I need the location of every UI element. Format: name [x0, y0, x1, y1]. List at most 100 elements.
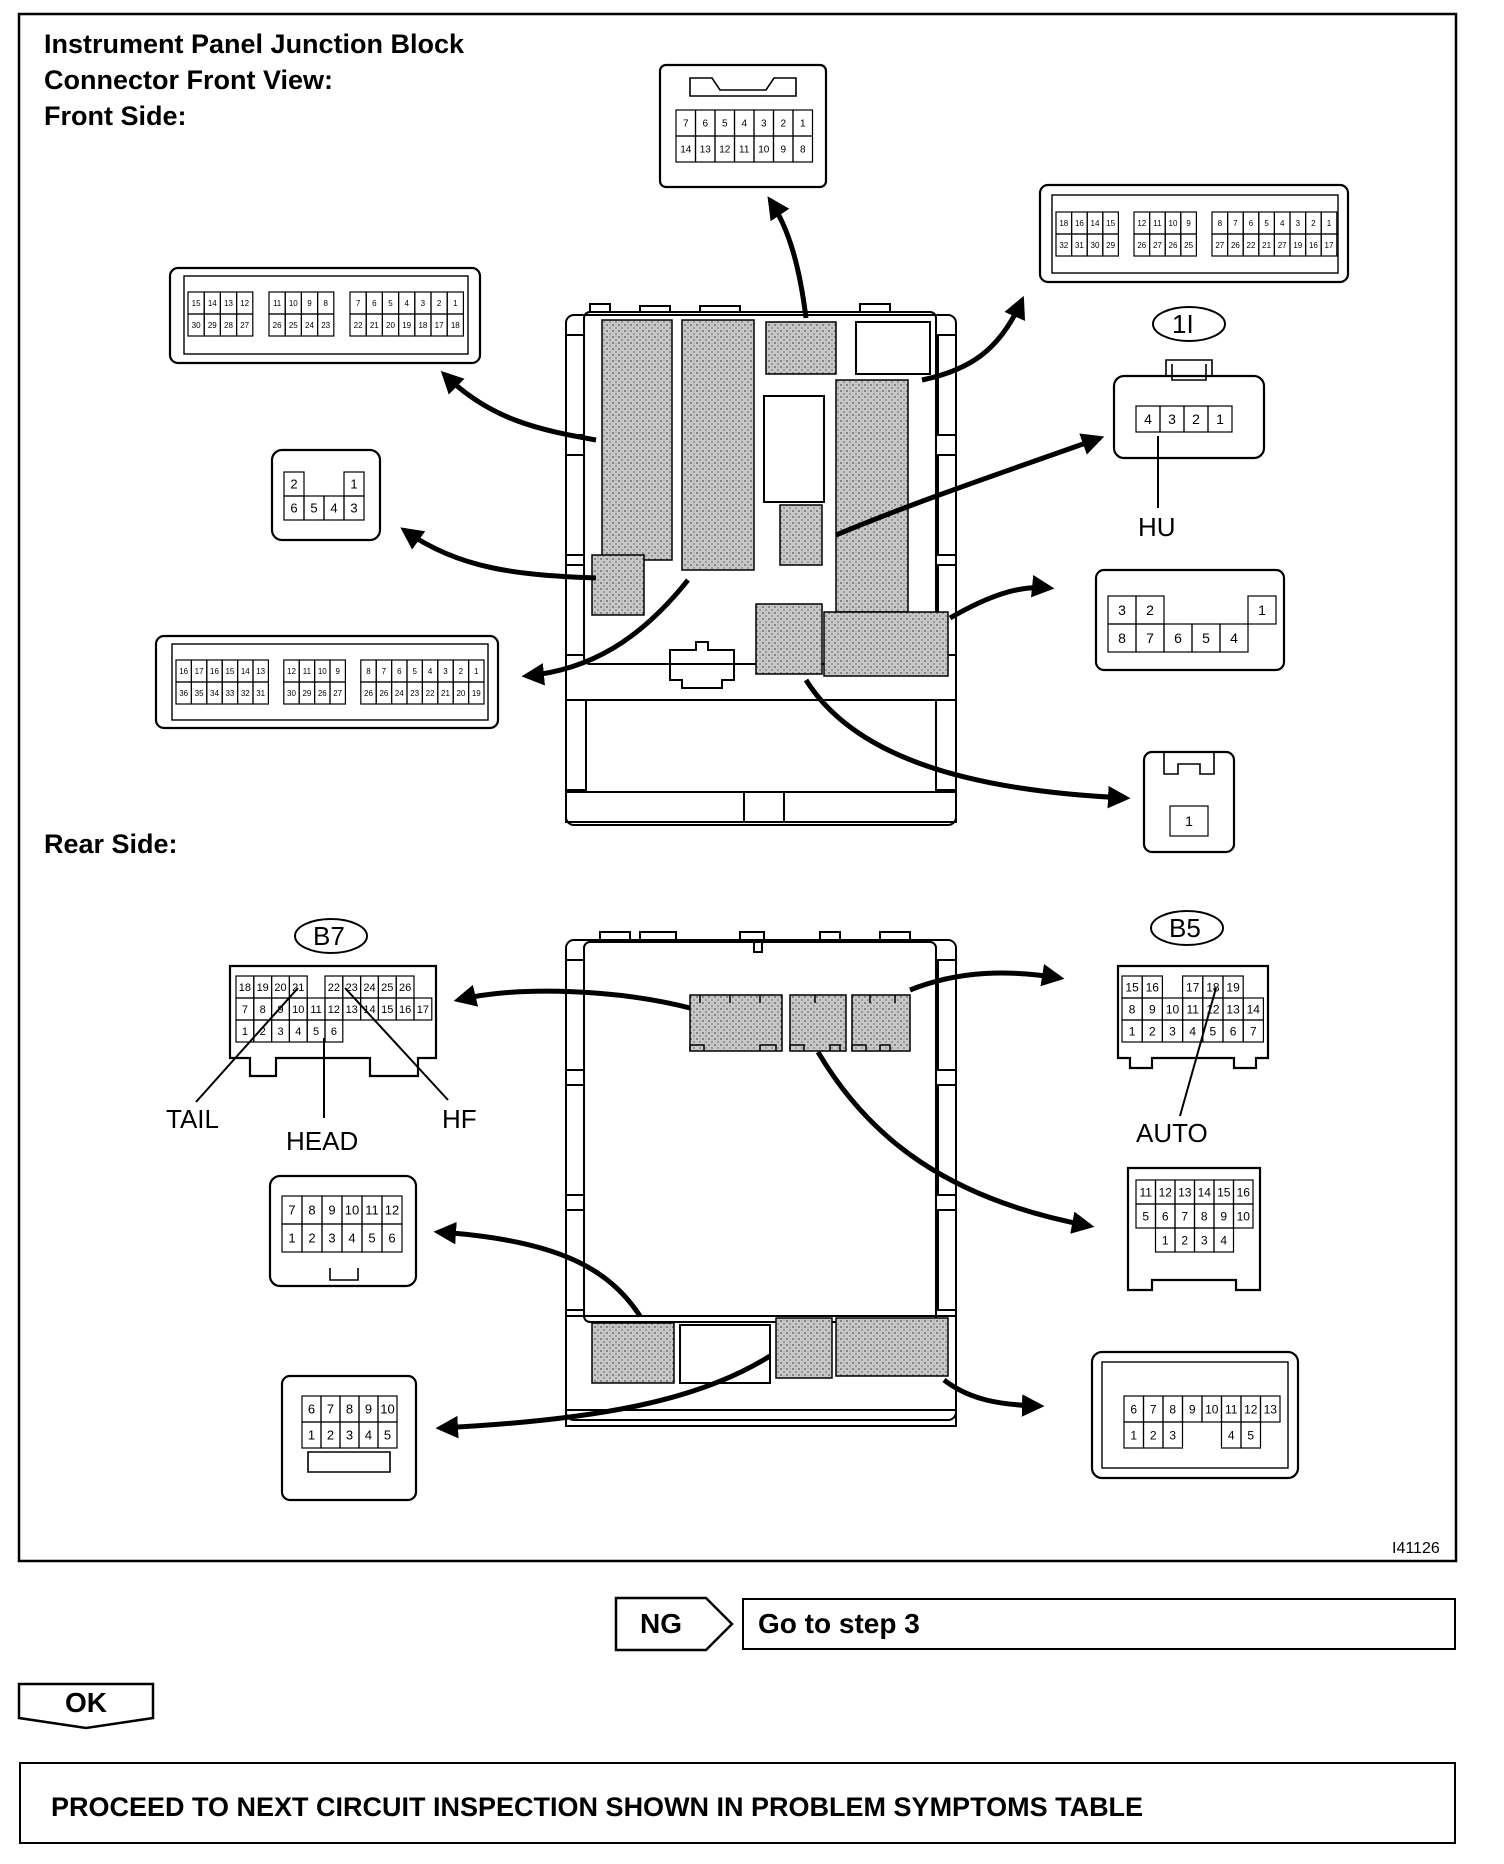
pin-number: 12 — [1159, 1185, 1173, 1199]
pin-number: 11 — [310, 1004, 321, 1016]
connector-c16-outline — [1126, 1166, 1262, 1292]
pin-number: 26 — [399, 982, 411, 994]
pin-number: 35 — [195, 689, 204, 698]
pin-number: 27 — [1153, 241, 1162, 250]
ng-tag-shape — [614, 1596, 734, 1652]
b7-label-ellipse — [294, 918, 368, 954]
connector-c36-outline — [154, 634, 500, 730]
pin-number: 14 — [208, 299, 217, 308]
pin-number: 29 — [1106, 241, 1115, 250]
pin-cell — [1102, 233, 1120, 257]
pin-number: 4 — [1189, 1024, 1196, 1038]
pin-number: 5 — [1247, 1428, 1254, 1442]
pin-cell — [324, 1019, 344, 1043]
pin-number: 15 — [1106, 219, 1115, 228]
pin-number: 9 — [307, 299, 312, 308]
pin-number: 1 — [453, 299, 458, 308]
pin-number: 23 — [321, 321, 330, 330]
pin-number: 27 — [333, 689, 342, 698]
pin-number: 1 — [288, 1231, 295, 1246]
pin-cell — [468, 681, 485, 705]
pin-number: 31 — [256, 689, 265, 698]
pin-number: 33 — [225, 689, 234, 698]
pin-cell — [1180, 233, 1198, 257]
pin-cell — [381, 1223, 403, 1253]
pin-number: 7 — [1150, 1402, 1157, 1416]
pin-number: 2 — [290, 477, 297, 492]
pin-number: 4 — [1230, 630, 1238, 646]
pin-number: 26 — [1231, 241, 1240, 250]
pin-number: 9 — [328, 1203, 335, 1218]
ng-tag: NG — [640, 1608, 682, 1639]
pin-number: 2 — [308, 1231, 315, 1246]
pin-number: 13 — [700, 145, 712, 156]
pin-number: 34 — [210, 689, 219, 698]
pin-number: 13 — [256, 667, 265, 676]
pin-number: 26 — [1137, 241, 1146, 250]
pin-number: 22 — [426, 689, 435, 698]
connector-top14-outline — [658, 63, 828, 189]
pin-cell — [317, 313, 335, 337]
pin-number: 3 — [1169, 1428, 1176, 1442]
pin-number: 19 — [1293, 241, 1302, 250]
pin-number: 2 — [1146, 602, 1154, 618]
go-to-step-3-button[interactable]: Go to step 3 — [742, 1598, 1456, 1650]
pin-number: 2 — [1192, 411, 1200, 427]
pin-number: 26 — [318, 689, 327, 698]
pin-number: 30 — [1091, 241, 1100, 250]
c1I-label-ellipse — [1152, 306, 1226, 342]
pin-number: 3 — [1168, 411, 1176, 427]
pin-number: 17 — [1186, 980, 1200, 994]
pin-number: 36 — [179, 689, 188, 698]
pin-number: 4 — [741, 119, 747, 130]
pin-number: 10 — [292, 1004, 304, 1016]
pin-cell — [1242, 1019, 1264, 1043]
pin-number: 3 — [328, 1231, 335, 1246]
connector-arrows — [400, 196, 1131, 1439]
pin-number: 15 — [1125, 980, 1139, 994]
pin-number: 25 — [381, 982, 393, 994]
pin-number: 18 — [1059, 219, 1068, 228]
pin-number: 30 — [287, 689, 296, 698]
ok-tag[interactable]: OK — [65, 1687, 107, 1718]
pin-number: 5 — [1210, 1024, 1217, 1038]
pin-number: 3 — [1201, 1233, 1208, 1247]
pin-number: 2 — [1150, 1428, 1157, 1442]
pin-cell — [1213, 1227, 1235, 1253]
pin-number: 16 — [179, 667, 188, 676]
pin-number: 14 — [1198, 1185, 1212, 1199]
pin-number: 2 — [327, 1428, 334, 1443]
pin-number: 16 — [1309, 241, 1318, 250]
pin-number: 14 — [1091, 219, 1100, 228]
pin-number: 7 — [1233, 219, 1238, 228]
front-side-heading: Front Side: — [44, 101, 187, 131]
pin-number: 3 — [1118, 602, 1126, 618]
title-line-2: Connector Front View: — [44, 65, 334, 95]
pin-number: 6 — [331, 1026, 337, 1038]
head-label: HEAD — [286, 1126, 359, 1156]
pin-number: 1 — [474, 667, 479, 676]
pin-cell — [1162, 1421, 1184, 1449]
connector-c13-outline — [1090, 1350, 1300, 1480]
pin-cell — [1259, 1395, 1281, 1423]
pin-number: 5 — [412, 667, 417, 676]
pin-number: 3 — [350, 501, 357, 516]
pin-number: 12 — [287, 667, 296, 676]
pin-number: 1 — [242, 1026, 248, 1038]
pin-number: 8 — [1169, 1402, 1176, 1416]
pin-number: 21 — [441, 689, 450, 698]
pin-number: 10 — [1166, 1002, 1180, 1016]
pin-number: 22 — [354, 321, 363, 330]
pin-number: 12 — [1244, 1402, 1258, 1416]
proceed-instruction-box[interactable]: PROCEED TO NEXT CIRCUIT INSPECTION SHOWN… — [19, 1762, 1456, 1844]
pin-cell — [792, 135, 814, 163]
pin-number: 4 — [348, 1231, 355, 1246]
pin-number: 6 — [1230, 1024, 1237, 1038]
pin-number: 29 — [208, 321, 217, 330]
pin-number: 7 — [382, 667, 387, 676]
pin-number: 13 — [1264, 1402, 1278, 1416]
pin-number: 32 — [1059, 241, 1068, 250]
